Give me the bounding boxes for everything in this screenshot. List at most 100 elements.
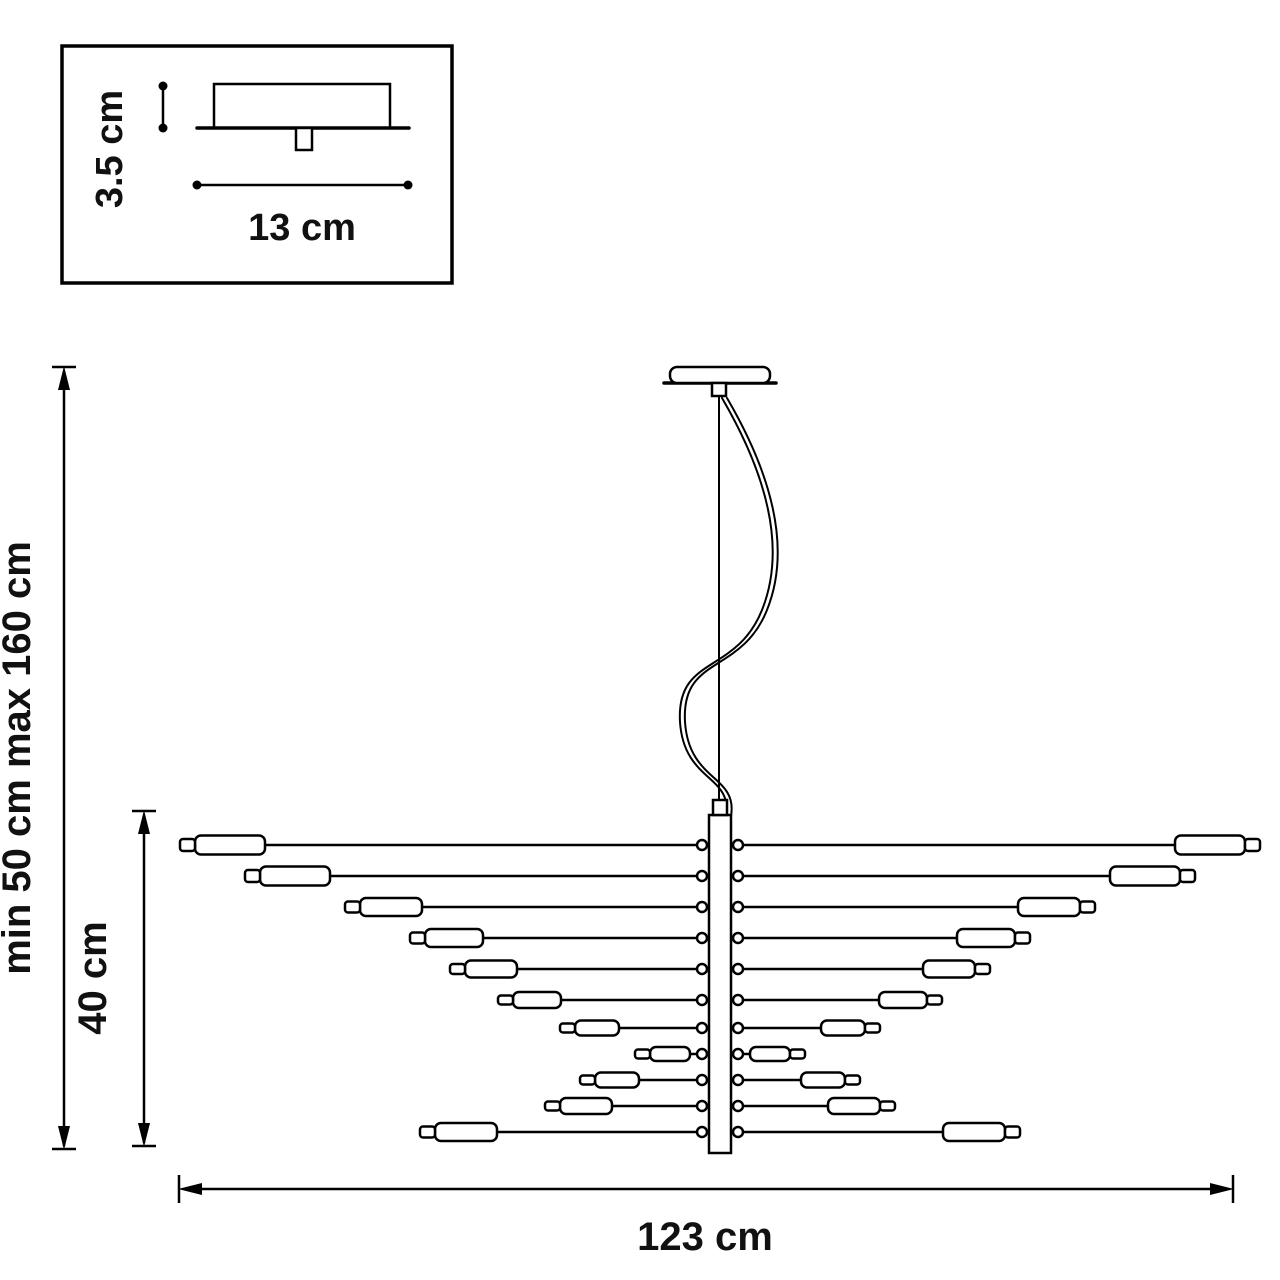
lamp-tip: [633, 1048, 652, 1060]
cord-line: [683, 397, 779, 817]
arm-bead: [695, 900, 709, 914]
arm-bead: [695, 1099, 709, 1113]
lamp-tip: [1243, 837, 1262, 853]
arm-bead: [731, 1125, 745, 1139]
canopy-screw-stub: [294, 126, 314, 152]
lamp-socket: [748, 1045, 792, 1063]
arrowhead-up: [58, 366, 70, 390]
arm-bead: [731, 1099, 745, 1113]
lamp-socket: [921, 959, 977, 979]
overall-height-label: min 50 cm max 160 cm: [0, 541, 39, 975]
lamp-socket: [193, 834, 267, 856]
lamp-tip: [178, 837, 197, 853]
lamp-socket: [433, 1121, 499, 1143]
arm-bead: [695, 962, 709, 976]
arm-bead: [731, 900, 745, 914]
arm-bead: [695, 869, 709, 883]
lamp-tip: [448, 962, 467, 976]
inset-width-dimension: 13 cm: [192, 180, 413, 249]
lamp-tip: [925, 994, 944, 1006]
lamp-tip: [496, 994, 515, 1006]
lamp-tip: [558, 1022, 577, 1034]
lamp-tip: [1013, 931, 1032, 945]
stem-body: [707, 813, 733, 1155]
lamp-tip: [243, 868, 262, 884]
lamp-socket: [826, 1096, 882, 1116]
arm-bead: [731, 1073, 745, 1087]
lamp-tip: [863, 1022, 882, 1034]
canopy-dome: [668, 365, 772, 385]
lamp-socket: [941, 1121, 1007, 1143]
lamp-tip: [1078, 900, 1097, 914]
arm-bead: [731, 1021, 745, 1035]
arm-bead: [695, 1047, 709, 1061]
lamp-tip: [418, 1125, 437, 1139]
lamp-tip: [788, 1048, 807, 1060]
lamp-socket: [558, 1096, 614, 1116]
lamp-socket: [648, 1045, 692, 1063]
overall-height-dimension: min 50 cm max 160 cm: [0, 365, 76, 1151]
arm-bead: [731, 1047, 745, 1061]
lamp-tip: [973, 962, 992, 976]
lamp-socket: [955, 927, 1017, 949]
lamp-socket: [258, 865, 332, 887]
lamp-socket: [423, 927, 485, 949]
arm-bead: [731, 962, 745, 976]
lamp-tip: [343, 900, 362, 914]
lamp-tip: [578, 1074, 597, 1086]
arrowhead-up: [138, 810, 150, 834]
lamp-tip: [878, 1100, 897, 1112]
lamp-socket: [799, 1071, 847, 1089]
chandelier-arms: [178, 834, 1262, 1143]
inset-border: [60, 44, 454, 285]
lamp-socket: [463, 959, 519, 979]
lamp-socket: [1108, 865, 1182, 887]
lamp-socket: [1173, 834, 1247, 856]
lamp-tip: [843, 1074, 862, 1086]
arm-bead: [695, 1021, 709, 1035]
arm-bead: [731, 993, 745, 1007]
inset-height-dimension: 3.5 cm: [89, 81, 168, 208]
arm-bead: [695, 838, 709, 852]
arm-bead: [695, 1125, 709, 1139]
dimension-dot: [158, 123, 168, 133]
suspension-cord: [678, 397, 779, 817]
arm-bead: [695, 931, 709, 945]
inset-height-label: 3.5 cm: [89, 90, 131, 208]
canopy-inset: 3.5 cm 13 cm: [60, 44, 454, 285]
lamp-socket: [877, 990, 929, 1010]
arm-bead: [695, 1073, 709, 1087]
lamp-socket: [819, 1019, 867, 1037]
chandelier-stem: [707, 798, 733, 1155]
fixture-width-label: 123 cm: [637, 1215, 773, 1259]
stem-top-cap: [711, 798, 729, 817]
dimension-dot: [158, 81, 168, 91]
arrowhead-right: [1210, 1183, 1234, 1195]
dimension-dot: [403, 180, 413, 190]
lamp-socket: [573, 1019, 621, 1037]
lamp-tip: [408, 931, 427, 945]
canopy-stem: [710, 381, 728, 398]
arm-bead: [695, 993, 709, 1007]
arrowhead-left: [178, 1183, 202, 1195]
lamp-socket: [593, 1071, 641, 1089]
lamp-socket: [358, 896, 424, 918]
fixture-height-label: 40 cm: [71, 921, 115, 1034]
arrowhead-down: [138, 1123, 150, 1147]
lamp-tip: [543, 1100, 562, 1112]
inset-width-label: 13 cm: [248, 207, 356, 249]
arm-bead: [731, 931, 745, 945]
canopy-detail-drawing: [195, 82, 411, 152]
arm-bead: [731, 838, 745, 852]
lamp-socket: [1016, 896, 1082, 918]
cord-line: [678, 397, 774, 817]
canopy-body: [212, 82, 392, 130]
fixture-width-dimension: 123 cm: [177, 1175, 1235, 1259]
dimension-dot: [192, 180, 202, 190]
lamp-tip: [1003, 1125, 1022, 1139]
arrowhead-down: [58, 1126, 70, 1150]
arm-bead: [731, 869, 745, 883]
canopy-drawing: [662, 365, 778, 398]
lamp-socket: [511, 990, 563, 1010]
